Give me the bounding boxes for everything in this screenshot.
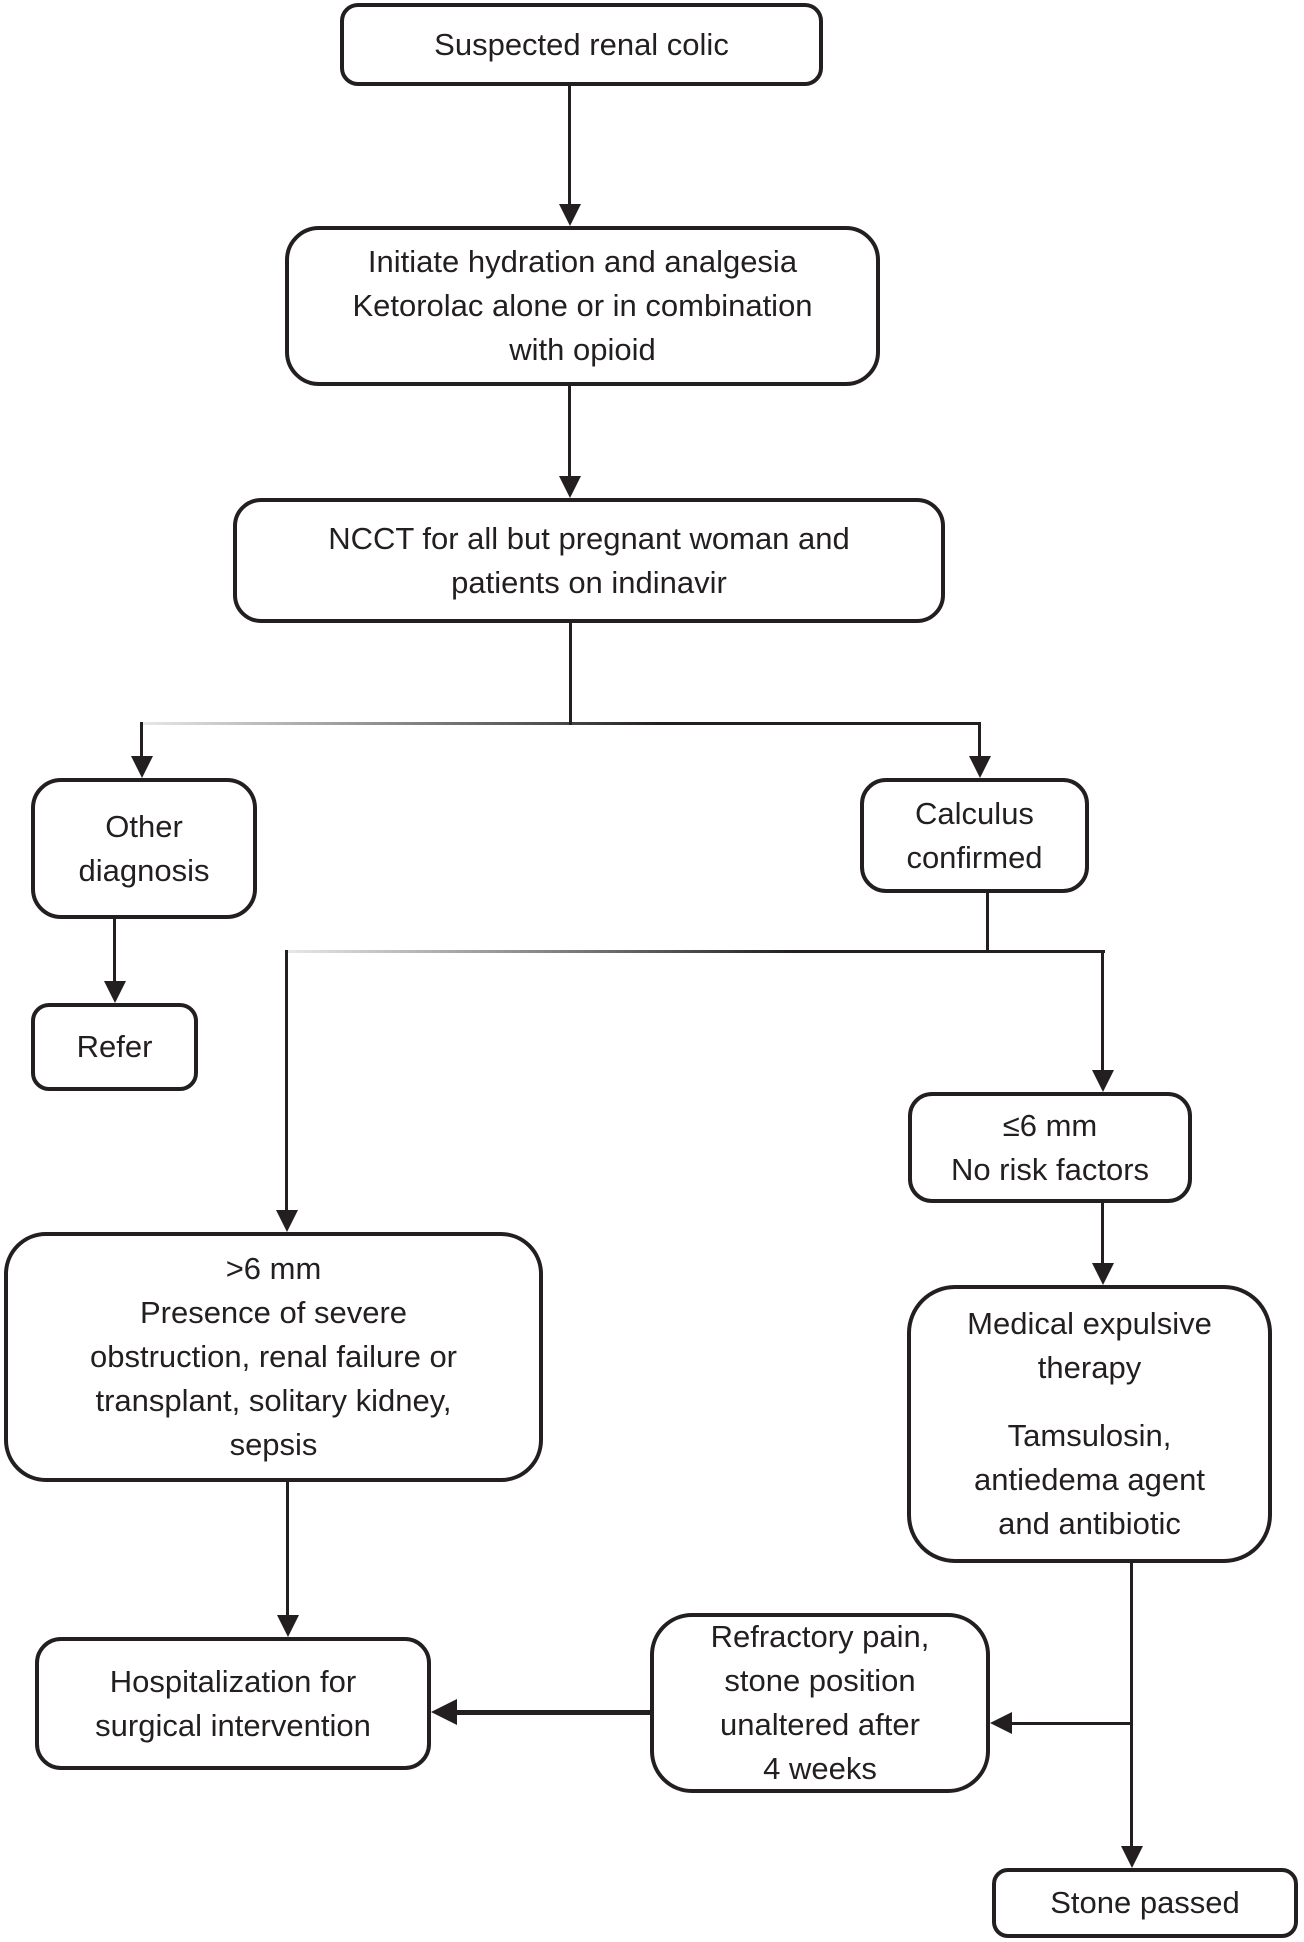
node-label: stone position — [724, 1663, 916, 1698]
node-label: Other — [105, 808, 183, 844]
edge-initiate-ncct-line — [568, 386, 571, 478]
arrowhead-down-icon — [1121, 1846, 1143, 1868]
edge-medical-refractory-line — [1010, 1722, 1132, 1725]
edge-ncct-branch-stem — [569, 623, 572, 725]
node-label: Calculus — [915, 795, 1034, 831]
node-label: >6 mm — [225, 1251, 322, 1286]
node-label: Suspected renal colic — [434, 26, 729, 62]
node-label: NCCT for all but pregnant woman and — [328, 520, 850, 556]
node-label: Refractory pain, — [710, 1619, 930, 1654]
node-label: sepsis — [229, 1427, 318, 1462]
arrowhead-down-icon — [1092, 1070, 1114, 1092]
edge-refractory-hospitalization-line — [455, 1710, 650, 1715]
node-label: therapy — [1037, 1350, 1142, 1385]
arrowhead-down-icon — [104, 981, 126, 1003]
node-label: Hospitalization for — [109, 1663, 357, 1699]
node-label: Initiate hydration and analgesia — [367, 244, 798, 279]
node-label: unaltered after — [720, 1707, 920, 1742]
node-label: No risk factors — [950, 1151, 1150, 1187]
edge-largestone-hospitalization-line — [286, 1482, 289, 1617]
edge-suspected-initiate-line — [568, 86, 571, 206]
edge-medical-stonepassed-line — [1130, 1563, 1133, 1848]
node-ncct: NCCT for all but pregnant woman and pati… — [233, 498, 945, 623]
edge-ncct-other-line — [140, 722, 143, 760]
node-label: Refer — [76, 1029, 153, 1064]
node-suspected-renal-colic: Suspected renal colic — [340, 3, 823, 86]
node-large-stone-risk-factors: >6 mm Presence of severe obstruction, re… — [4, 1232, 543, 1482]
node-label: Presence of severe — [139, 1295, 408, 1330]
edge-other-refer-line — [113, 919, 116, 983]
node-label: Stone passed — [1050, 1885, 1240, 1920]
node-label: confirmed — [906, 839, 1043, 875]
edge-ncct-calculus-line — [978, 722, 981, 760]
arrowhead-down-icon — [559, 204, 581, 226]
arrowhead-left-icon — [990, 1712, 1012, 1734]
arrowhead-left-icon — [431, 1699, 457, 1725]
node-label: Tamsulosin, — [1007, 1418, 1172, 1453]
node-label: with opioid — [509, 332, 656, 367]
node-label: Medical expulsive — [967, 1306, 1212, 1341]
node-label: ≤6 mm — [1002, 1107, 1098, 1143]
arrowhead-down-icon — [277, 1615, 299, 1637]
node-calculus-confirmed: Calculus confirmed — [860, 778, 1089, 893]
edge-smallstone-medical-line — [1101, 1203, 1104, 1265]
arrowhead-down-icon — [1092, 1263, 1114, 1285]
node-label: obstruction, renal failure or — [89, 1339, 458, 1374]
node-label: Ketorolac alone or in combination — [352, 288, 813, 323]
node-label: antiedema agent — [974, 1462, 1205, 1497]
branch-line-calculus — [285, 950, 1105, 953]
node-label: 4 weeks — [763, 1751, 877, 1786]
arrowhead-down-icon — [276, 1210, 298, 1232]
node-label: and antibiotic — [998, 1506, 1181, 1541]
node-medical-expulsive-therapy: Medical expulsive therapy Tamsulosin, an… — [907, 1285, 1272, 1563]
node-small-stone-no-risk: ≤6 mm No risk factors — [908, 1092, 1192, 1203]
node-refer: Refer — [31, 1003, 198, 1091]
arrowhead-down-icon — [131, 756, 153, 778]
branch-line-ncct — [140, 722, 980, 725]
node-label: patients on indinavir — [451, 564, 727, 600]
arrowhead-down-icon — [969, 756, 991, 778]
edge-calculus-branch-stem — [986, 893, 989, 953]
node-stone-passed: Stone passed — [992, 1868, 1298, 1938]
node-label: surgical intervention — [95, 1707, 371, 1743]
arrowhead-down-icon — [559, 476, 581, 498]
node-label: diagnosis — [78, 852, 210, 888]
node-hospitalization-surgical: Hospitalization for surgical interventio… — [35, 1637, 431, 1770]
edge-calculus-largestone-line — [285, 950, 288, 1212]
node-other-diagnosis: Other diagnosis — [31, 778, 257, 919]
edge-calculus-smallstone-line — [1101, 950, 1104, 1070]
node-refractory-pain: Refractory pain, stone position unaltere… — [650, 1613, 990, 1793]
node-initiate-hydration-analgesia: Initiate hydration and analgesia Ketorol… — [285, 226, 880, 386]
node-label: transplant, solitary kidney, — [95, 1383, 452, 1418]
